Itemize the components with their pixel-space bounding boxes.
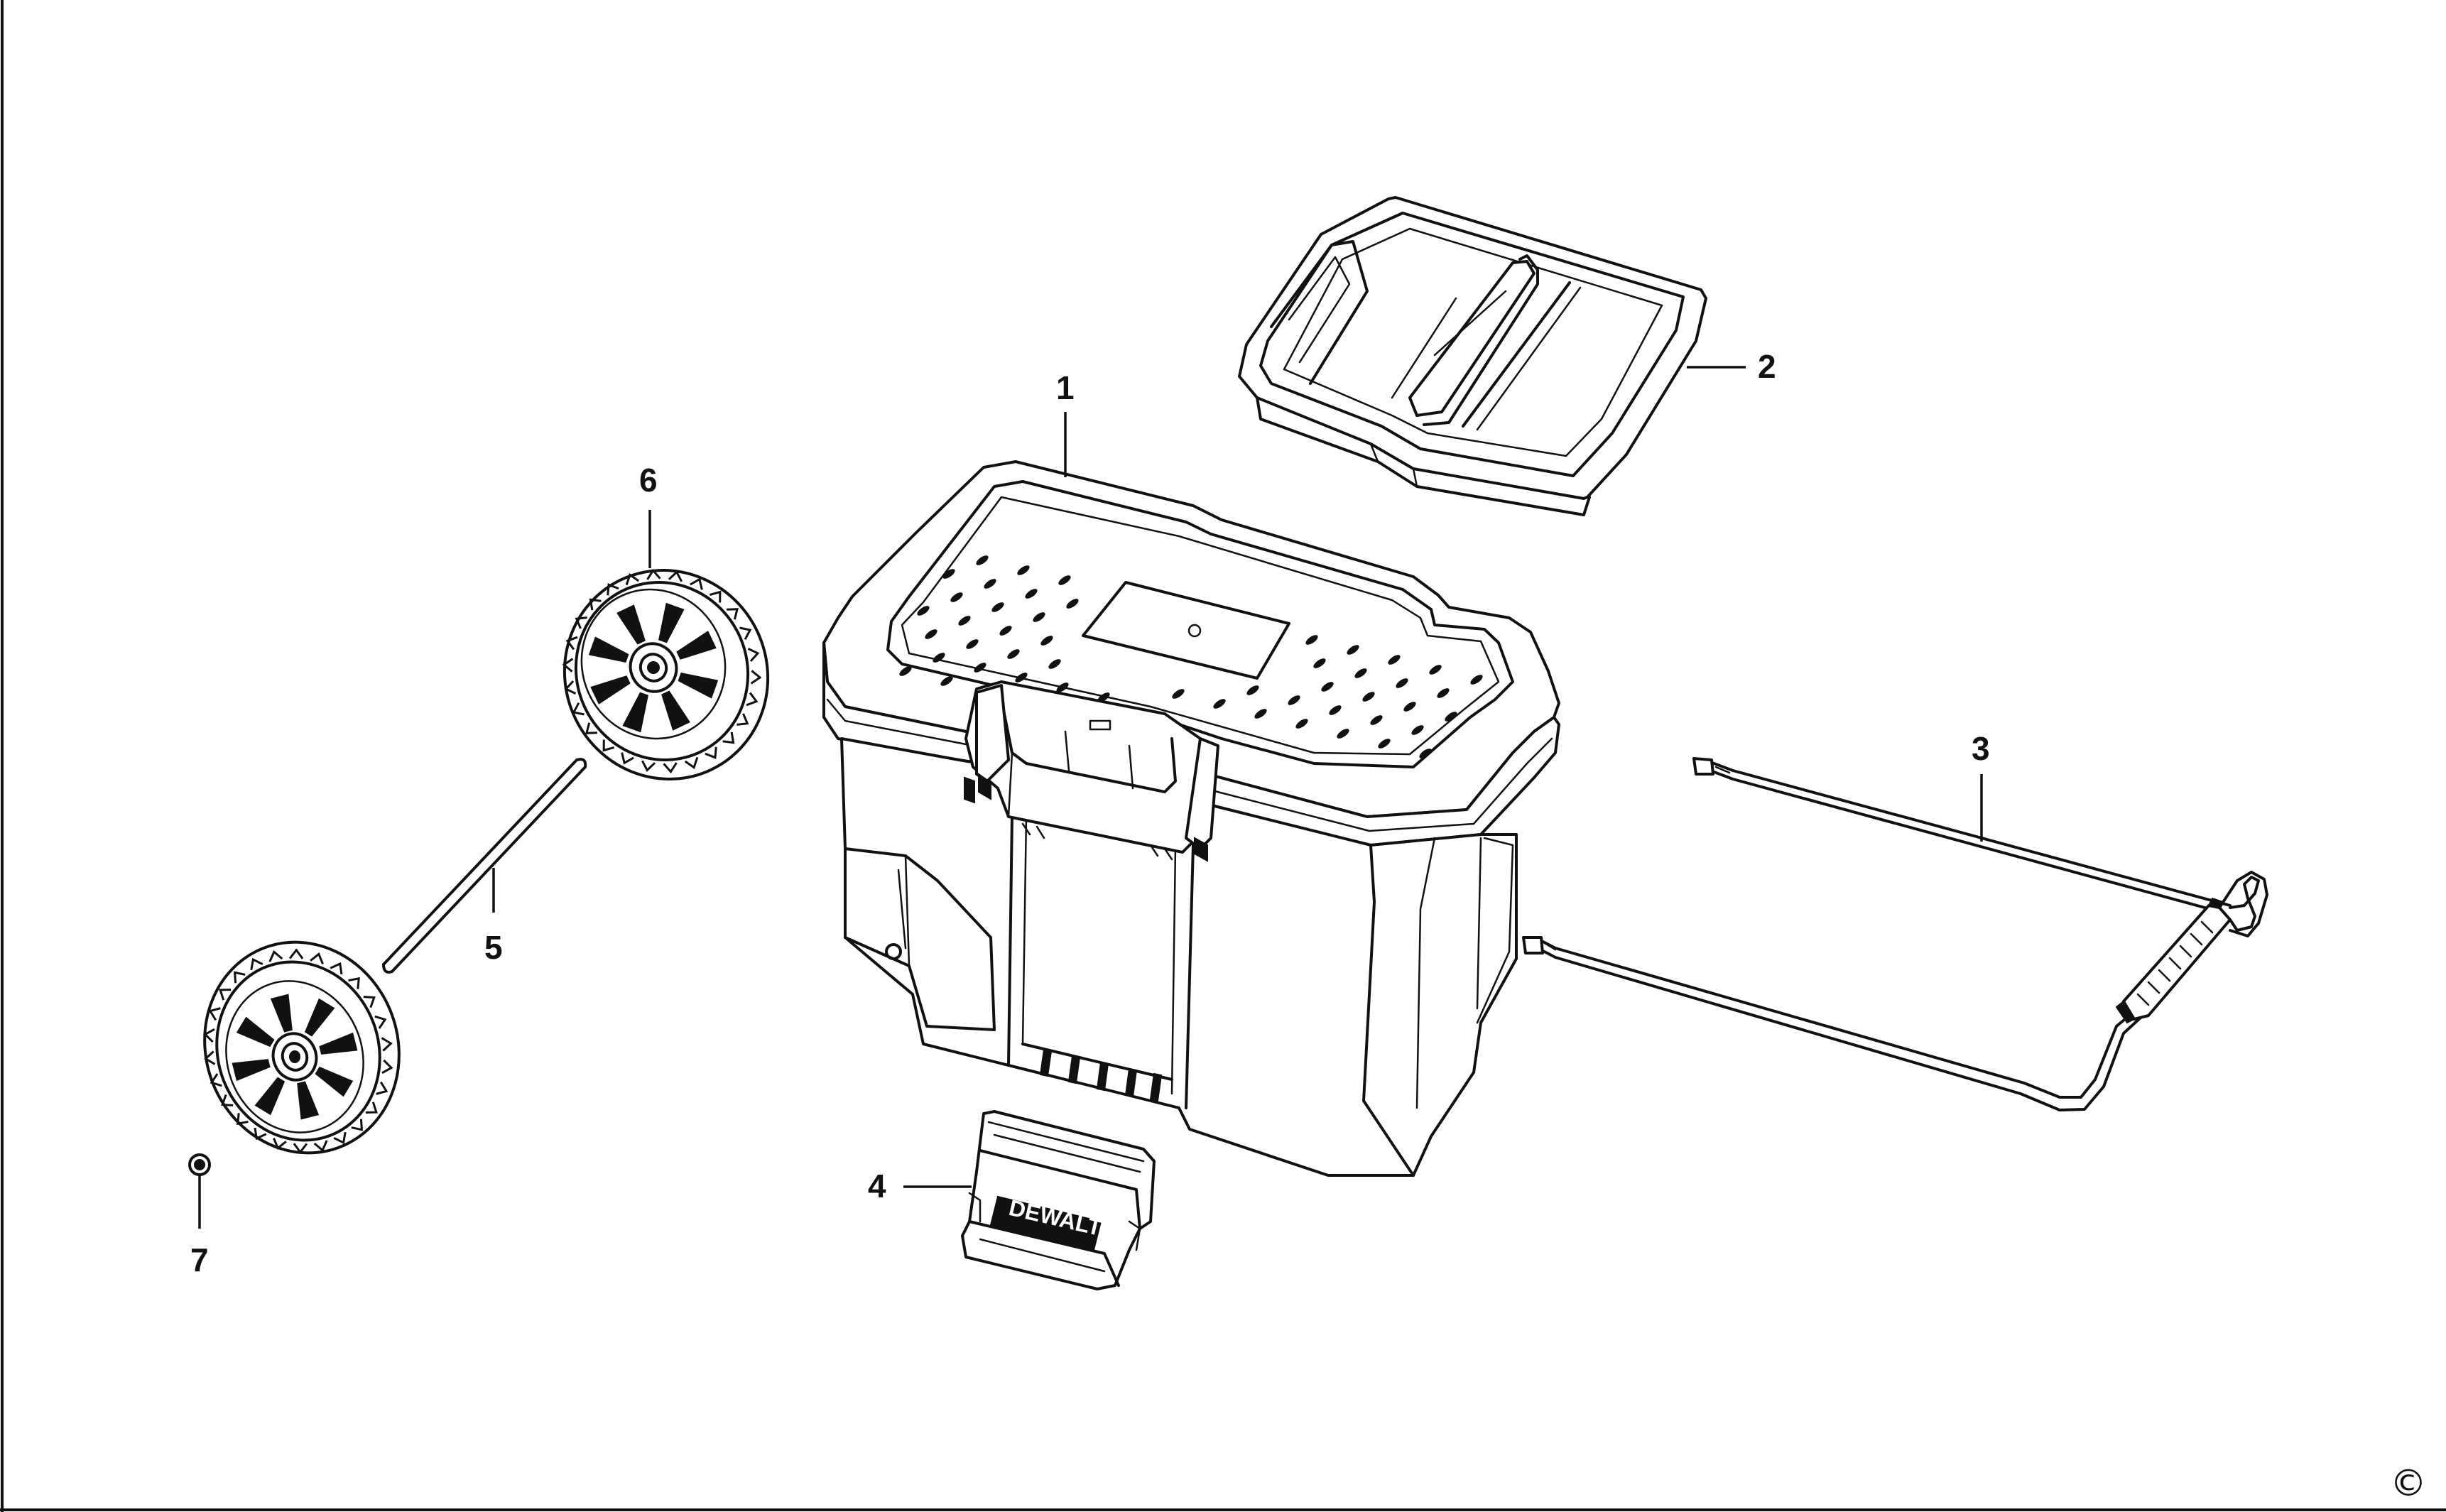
callout-3: 3 xyxy=(1972,730,1990,767)
wheel-upper-drawing xyxy=(562,568,770,781)
callout-labels: 1 2 3 4 5 6 7 xyxy=(190,348,1990,1278)
wheel-lower-drawing xyxy=(203,940,401,1155)
leader-lines xyxy=(198,366,1983,1229)
callout-4: 4 xyxy=(868,1168,886,1204)
cap-nut-drawing xyxy=(188,1153,211,1176)
axle-drawing xyxy=(382,758,587,974)
callout-1: 1 xyxy=(1056,369,1075,406)
tray-drawing xyxy=(1238,196,1707,516)
tool-box-drawing xyxy=(822,460,1560,1177)
callout-6: 6 xyxy=(639,462,658,499)
handle-drawing xyxy=(1522,757,2268,1111)
callout-5: 5 xyxy=(484,929,503,966)
callout-2: 2 xyxy=(1758,348,1776,385)
callout-7: 7 xyxy=(190,1241,209,1278)
latch-drawing: DEWALT xyxy=(961,1110,1156,1290)
copyright-symbol: © xyxy=(2390,1462,2427,1505)
